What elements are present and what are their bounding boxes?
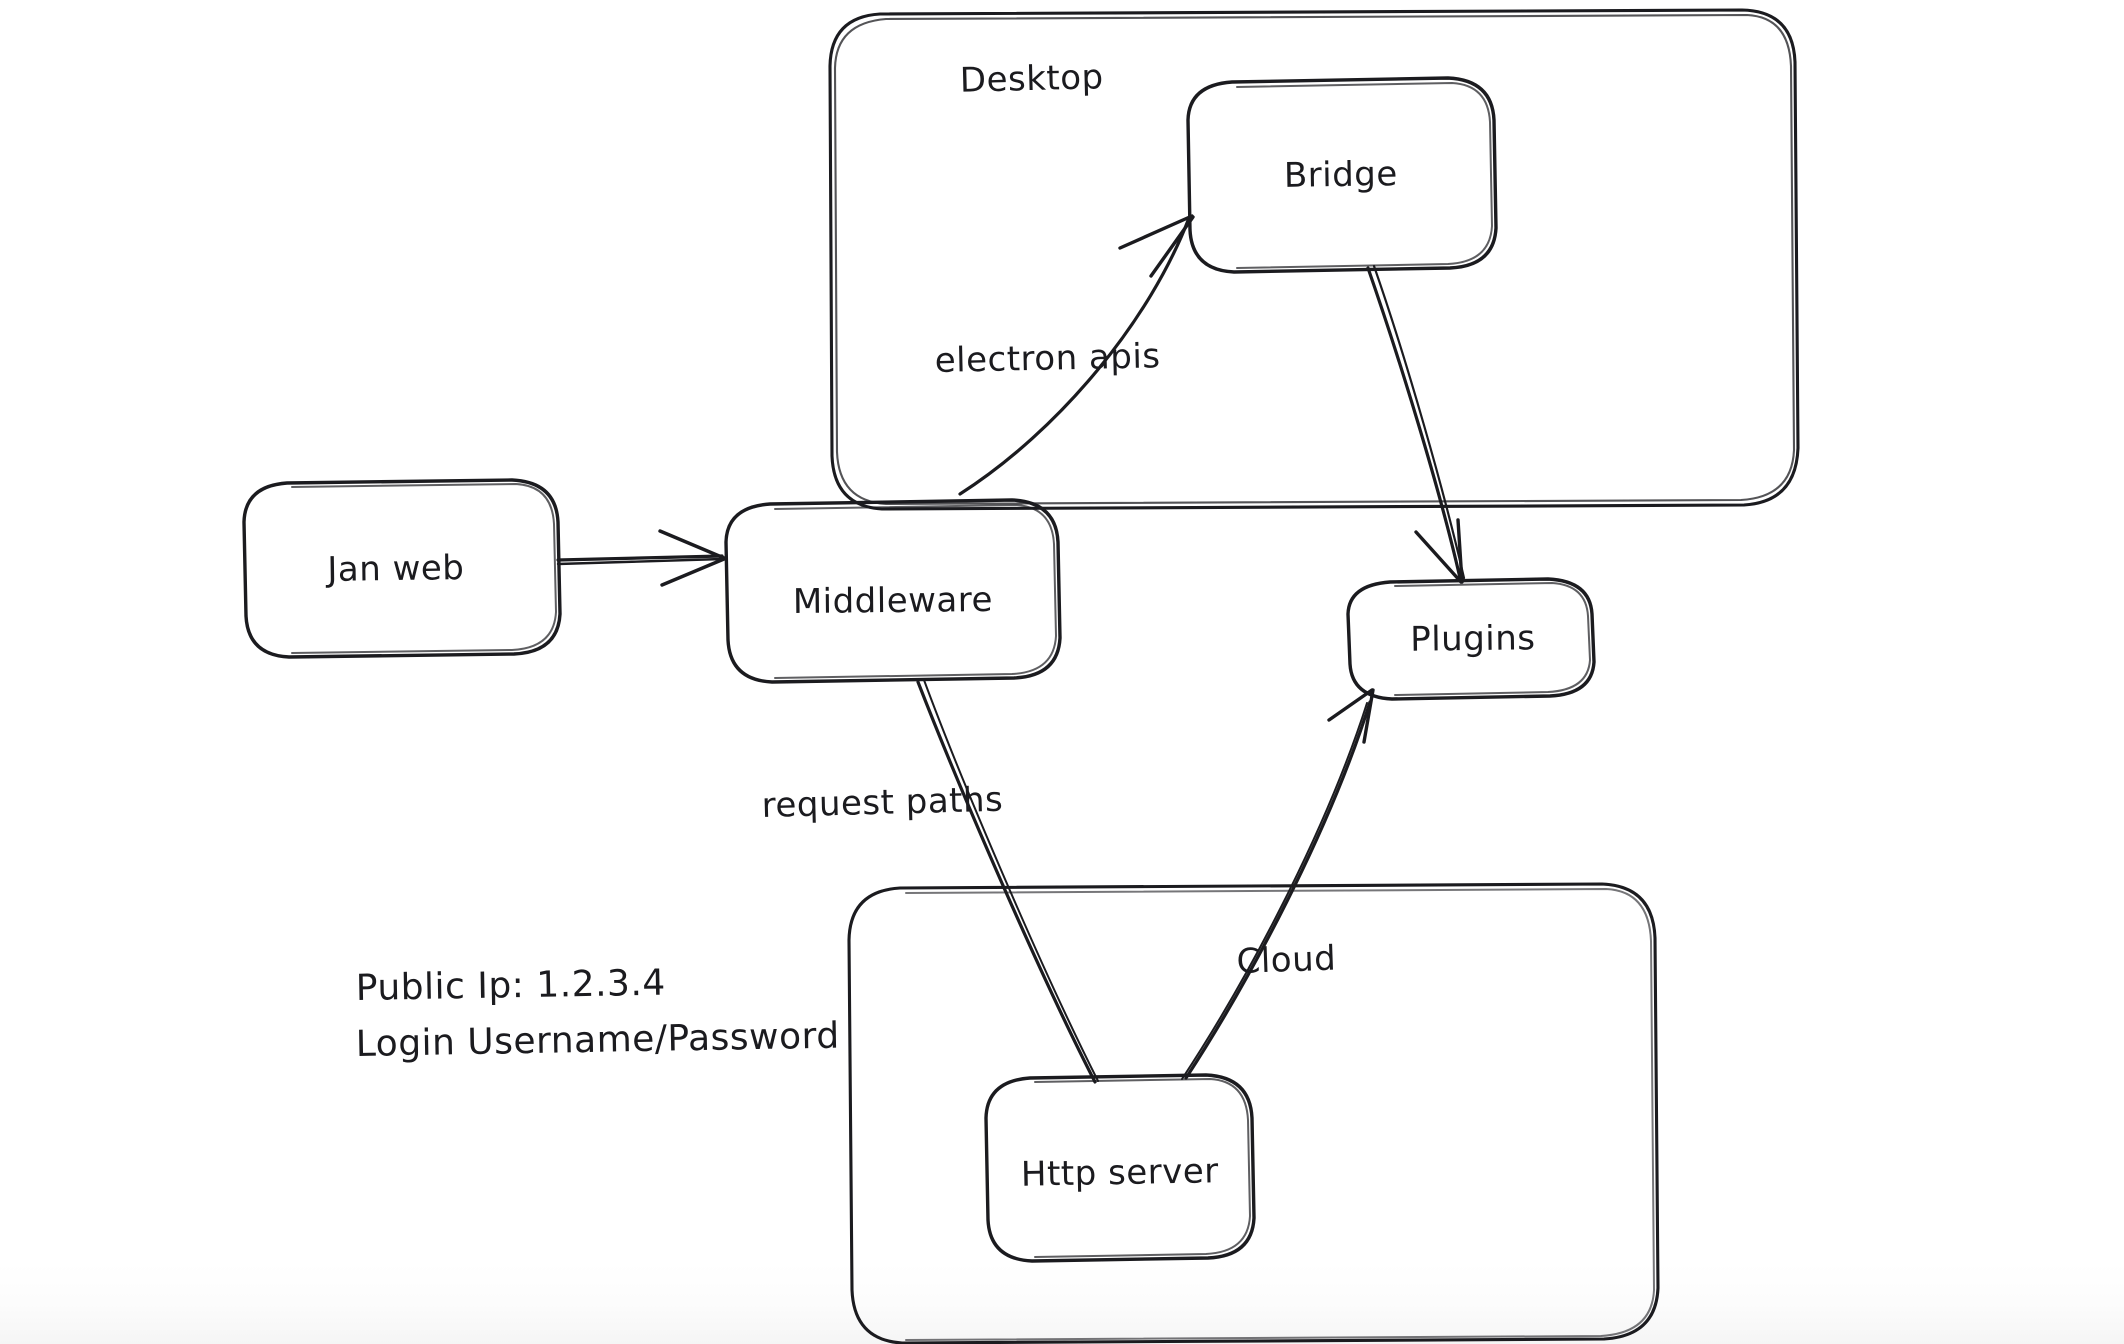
node-label-plugins: Plugins: [1410, 618, 1536, 660]
notes-block: Public Ip: 1.2.3.4 Login Username/Passwo…: [355, 963, 840, 1065]
group-label-desktop: Desktop: [959, 57, 1104, 100]
note-public-ip: Public Ip: 1.2.3.4: [355, 963, 666, 1009]
node-jan-web[interactable]: Jan web: [242, 478, 562, 659]
edge-bridge-plugins: [1366, 264, 1466, 584]
edge-middleware-bridge: electron apis: [934, 214, 1195, 496]
edge-label-request-paths: request paths: [761, 780, 1004, 826]
node-http-server[interactable]: Http server: [984, 1073, 1256, 1263]
group-cloud-frame[interactable]: [847, 882, 1660, 1344]
node-label-http-server: Http server: [1021, 1151, 1219, 1194]
edge-janweb-middleware: [556, 529, 726, 587]
note-login: Login Username/Password: [355, 1016, 840, 1065]
node-label-jan-web: Jan web: [325, 548, 465, 590]
node-label-middleware: Middleware: [793, 580, 994, 622]
node-bridge[interactable]: Bridge: [1186, 76, 1498, 274]
node-plugins[interactable]: Plugins: [1346, 577, 1596, 701]
group-desktop[interactable]: Desktop: [828, 8, 1800, 511]
edge-httpserver-plugins: Cloud: [1181, 688, 1375, 1080]
edge-label-cloud: Cloud: [1236, 939, 1337, 982]
node-label-bridge: Bridge: [1284, 154, 1398, 196]
edge-middleware-httpserver: request paths: [761, 679, 1099, 1084]
node-middleware[interactable]: Middleware: [724, 498, 1062, 684]
edge-label-electron-apis: electron apis: [934, 336, 1161, 381]
